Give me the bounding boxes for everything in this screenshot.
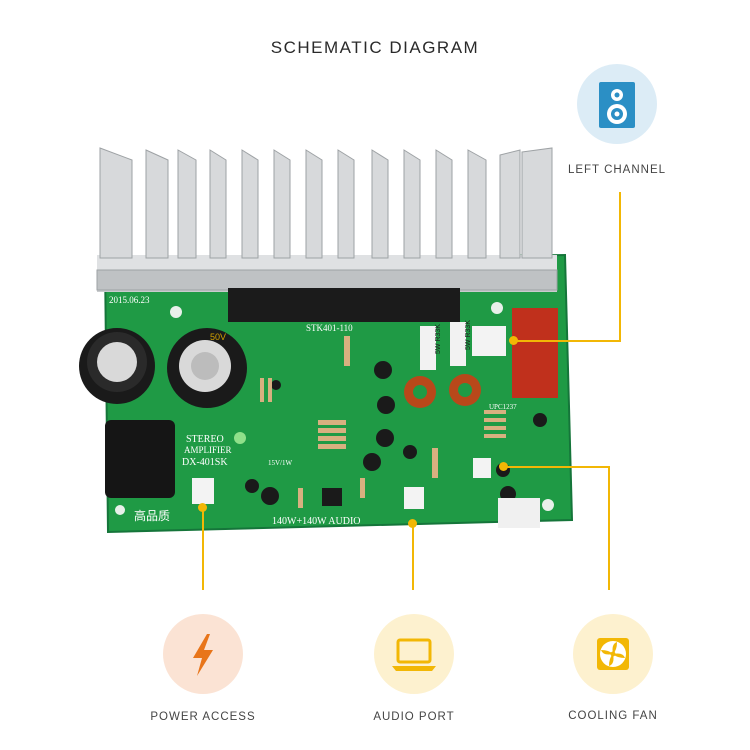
mounting-hole [542,499,554,511]
filter-capacitors [79,328,247,408]
svg-text:2015.06.23: 2015.06.23 [109,295,150,305]
audio-port-line [412,524,414,590]
cooling-fan-circle [573,614,653,694]
svg-text:140W+140W AUDIO: 140W+140W AUDIO [272,516,361,527]
lightning-icon [193,634,213,676]
audio-connector [404,487,424,509]
resistors [260,336,506,508]
power-module-chip [228,288,460,322]
led [234,432,246,444]
audio-port-label: AUDIO PORT [373,711,455,723]
audio-port-circle [374,614,454,694]
svg-text:STK401-110: STK401-110 [306,323,353,333]
left-channel-dot [509,336,518,345]
svg-text:15V/1W: 15V/1W [268,459,293,467]
cooling-fan-line-h [503,466,609,468]
fan-connector [473,458,491,478]
power-access-label: POWER ACCESS [150,711,256,723]
svg-text:5W R33K: 5W R33K [465,320,472,350]
power-connector [192,478,214,504]
power-access-line [202,508,204,590]
mounting-hole [115,505,125,515]
svg-text:50V: 50V [210,332,226,342]
cooling-fan-label: COOLING FAN [568,710,658,722]
power-resistor [420,326,436,370]
laptop-icon [392,638,436,671]
svg-text:高品质: 高品质 [134,508,170,523]
left-channel-label: LEFT CHANNEL [567,164,667,176]
relay-block [105,420,175,498]
speaker-icon [599,82,635,128]
left-channel-circle [577,64,657,144]
power-resistor [450,322,466,366]
connector [472,326,506,356]
relay [512,308,558,398]
left-channel-line [619,192,621,340]
svg-text:5W R33K: 5W R33K [435,324,442,354]
svg-text:UPC1237: UPC1237 [489,403,517,411]
audio-port-dot [408,519,417,528]
mounting-hole [170,306,182,318]
svg-text:DX-401SK: DX-401SK [182,457,228,468]
fan-icon [597,638,629,670]
power-access-circle [163,614,243,694]
left-channel-line-h [513,340,621,342]
power-access-dot [198,503,207,512]
cooling-fan-line [608,466,610,590]
mounting-hole [491,302,503,314]
bridge-rectifier [498,498,540,528]
ic-chip [322,488,342,506]
svg-text:STEREO: STEREO [186,434,224,445]
svg-text:AMPLIFIER: AMPLIFIER [184,445,232,455]
cooling-fan-dot [499,462,508,471]
small-capacitors [245,361,547,505]
heatsink [96,147,558,322]
page-title: SCHEMATIC DIAGRAM [270,38,480,57]
